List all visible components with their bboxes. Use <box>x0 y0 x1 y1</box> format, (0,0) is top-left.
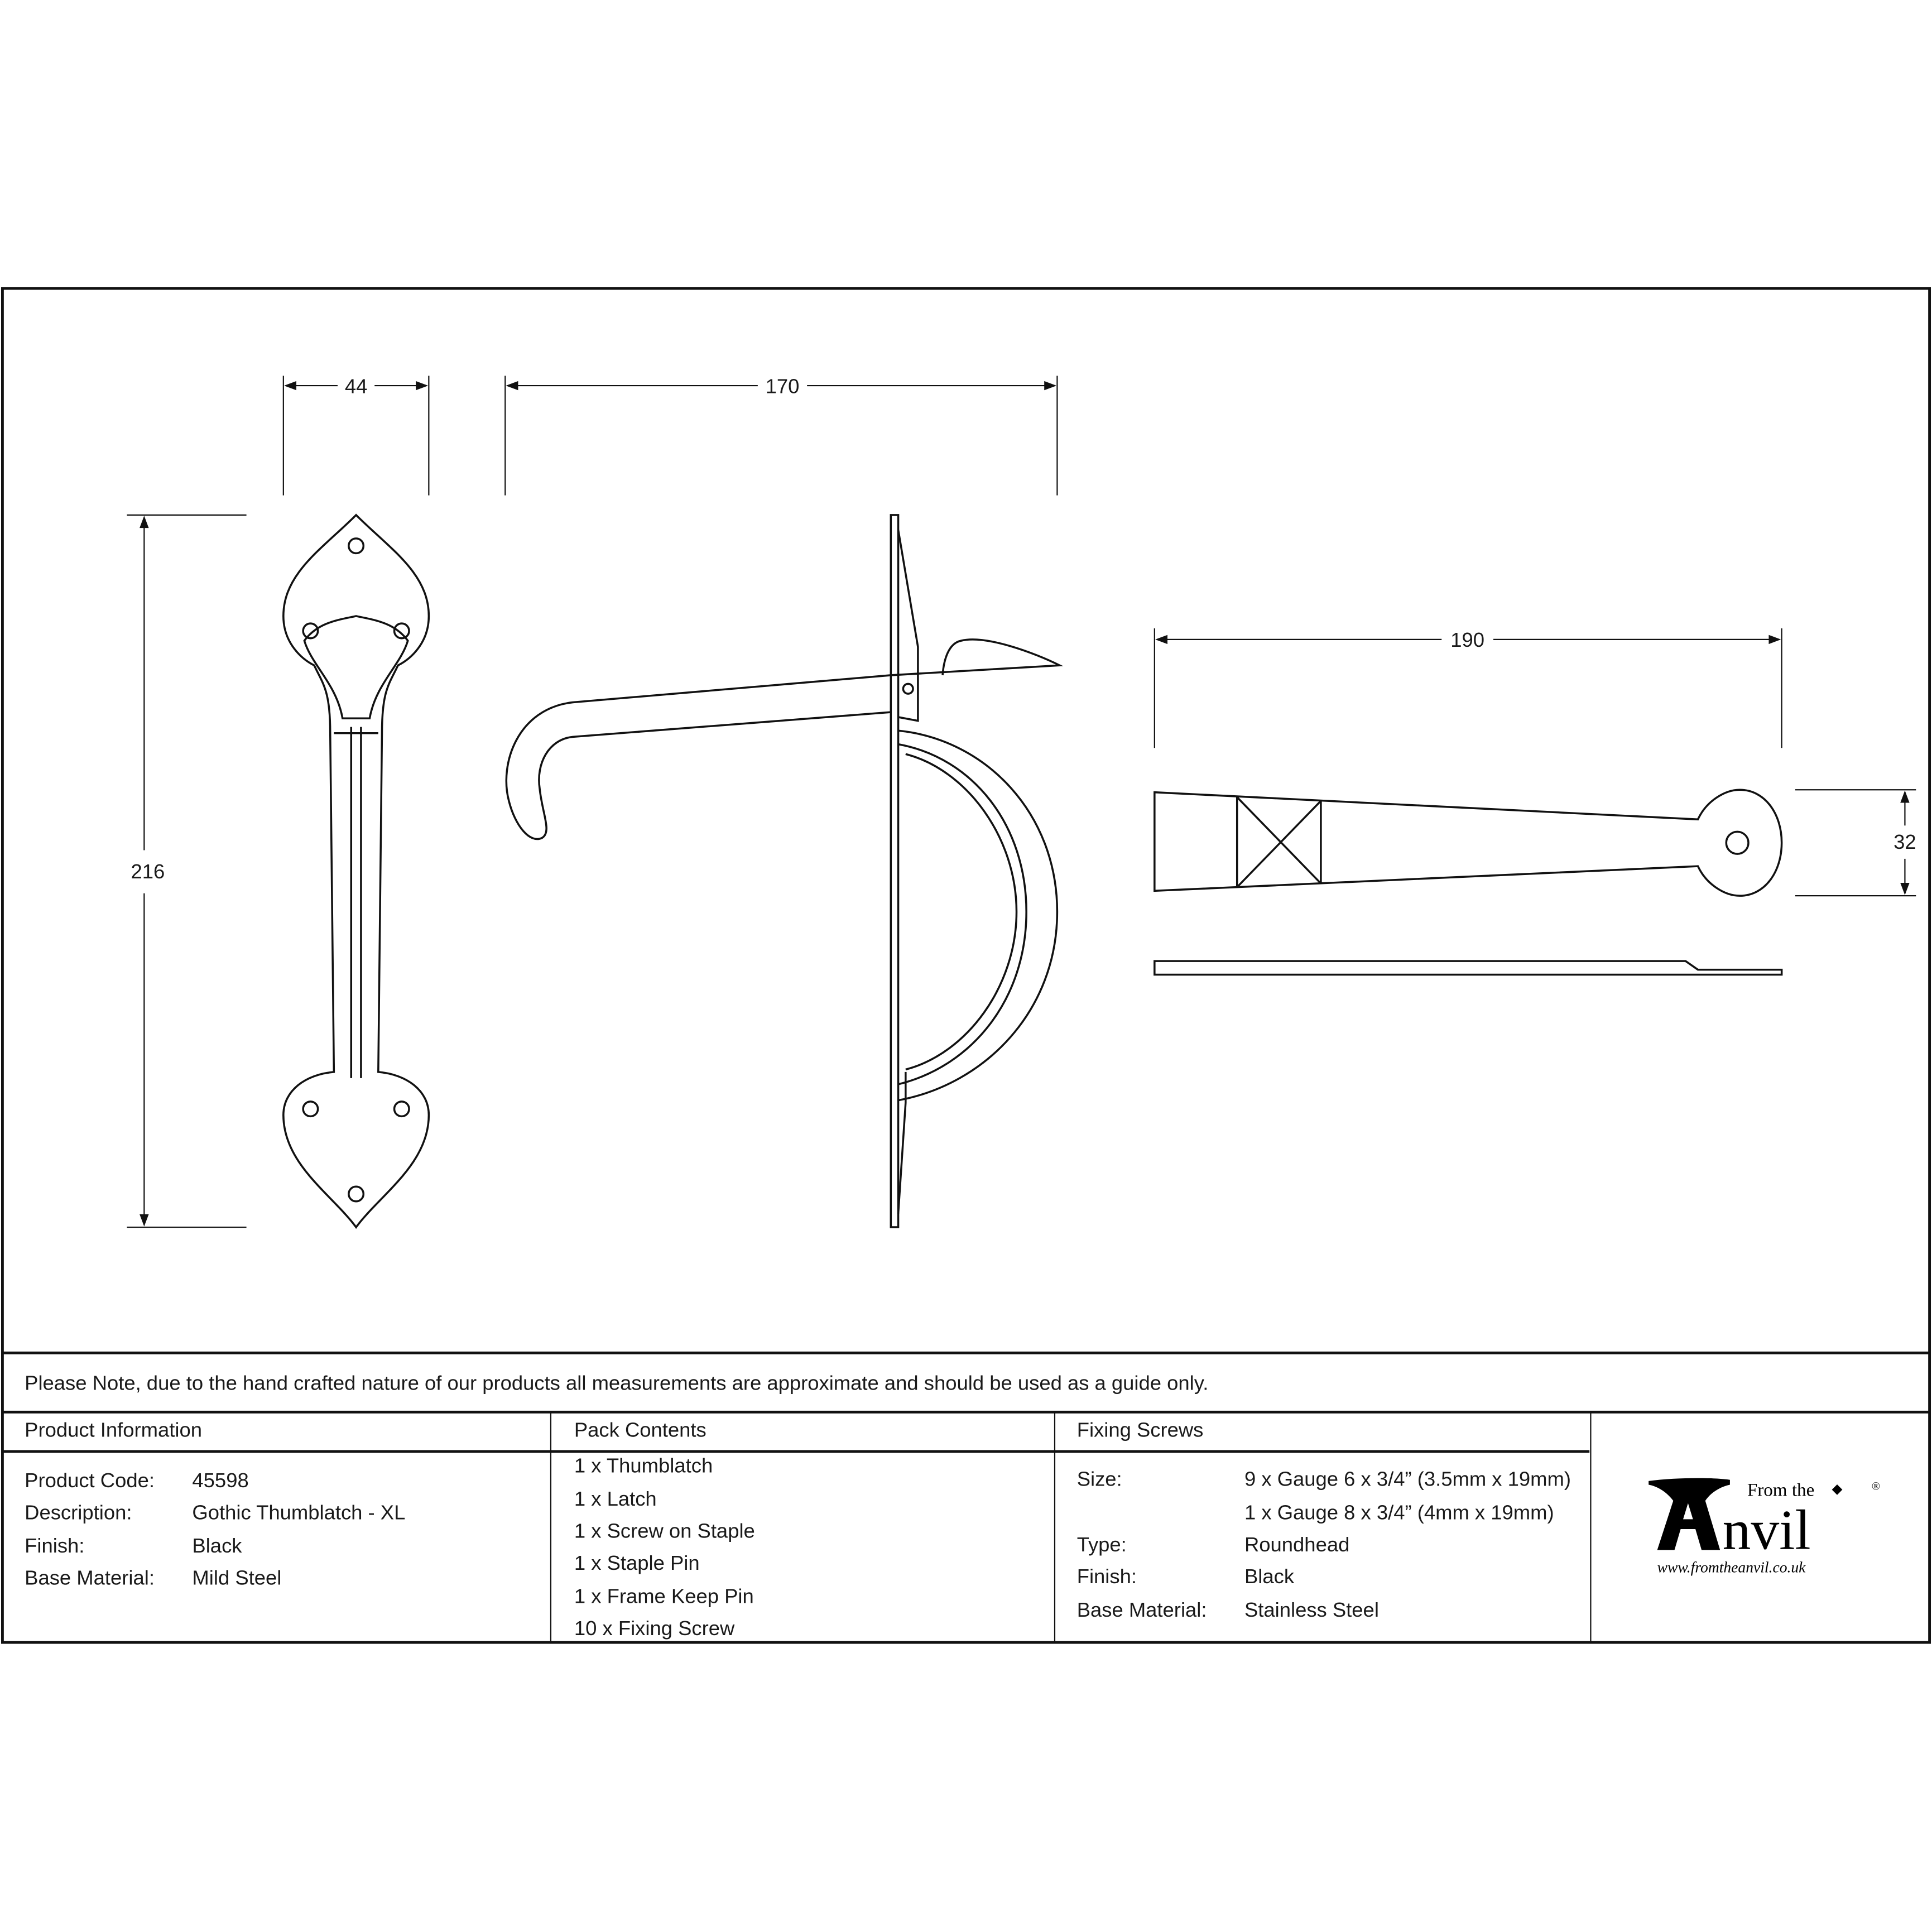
svg-text:®: ® <box>1872 1480 1880 1492</box>
pack-item: 1 x Latch <box>574 1487 657 1510</box>
info-label: Description: <box>25 1501 132 1524</box>
product-information-section: Product Information Product Code: 45598 … <box>25 1418 405 1589</box>
screw-label: Type: <box>1077 1533 1127 1556</box>
dimension-label-170: 170 <box>766 374 800 397</box>
info-value: Gothic Thumblatch - XL <box>192 1501 405 1524</box>
screw-label: Finish: <box>1077 1565 1137 1588</box>
pack-item: 1 x Screw on Staple <box>574 1519 755 1542</box>
info-label: Base Material: <box>25 1566 155 1589</box>
dimension-32 <box>1795 789 1916 897</box>
info-value: Mild Steel <box>192 1566 281 1589</box>
pack-item: 1 x Frame Keep Pin <box>574 1584 754 1607</box>
latch-view: 190 32 <box>1154 628 1916 976</box>
svg-text:www.fromtheanvil.co.uk: www.fromtheanvil.co.uk <box>1657 1558 1806 1575</box>
screw-value: Black <box>1244 1565 1295 1588</box>
section-heading: Pack Contents <box>574 1418 707 1441</box>
screw-value: 1 x Gauge 8 x 3/4” (4mm x 19mm) <box>1244 1501 1554 1524</box>
dimension-44 <box>282 376 430 496</box>
screw-label: Base Material: <box>1077 1598 1207 1621</box>
svg-text:nvil: nvil <box>1723 1498 1811 1561</box>
info-value: Black <box>192 1534 242 1557</box>
from-the-anvil-logo: From the nvil ® www.fromtheanvil.co.uk <box>1649 1478 1880 1575</box>
info-label: Finish: <box>25 1534 84 1557</box>
dimension-170 <box>504 376 1058 496</box>
anvil-icon <box>1649 1478 1730 1550</box>
pack-item: 1 x Thumblatch <box>574 1454 713 1477</box>
svg-text:From the: From the <box>1747 1479 1814 1500</box>
dimension-label-216: 216 <box>131 860 165 883</box>
drawing-frame <box>1 287 1931 1644</box>
pack-item: 1 x Staple Pin <box>574 1551 700 1574</box>
dimension-label-32: 32 <box>1893 830 1916 853</box>
section-heading: Fixing Screws <box>1077 1418 1204 1441</box>
section-heading: Product Information <box>25 1418 202 1441</box>
dimension-216 <box>127 514 247 1228</box>
measurement-note: Please Note, due to the hand crafted nat… <box>25 1372 1208 1395</box>
screw-label: Size: <box>1077 1468 1122 1491</box>
handle-side-view: 170 <box>504 374 1064 1228</box>
dimension-190 <box>1154 628 1782 748</box>
screw-value: 9 x Gauge 6 x 3/4” (3.5mm x 19mm) <box>1244 1468 1571 1491</box>
pack-item: 10 x Fixing Screw <box>574 1617 735 1640</box>
dimension-label-44: 44 <box>345 374 368 397</box>
dimension-label-190: 190 <box>1450 628 1484 651</box>
fixing-screws-section: Fixing Screws Size: 9 x Gauge 6 x 3/4” (… <box>1077 1418 1571 1621</box>
info-label: Product Code: <box>25 1469 155 1492</box>
info-value: 45598 <box>192 1469 248 1492</box>
pack-contents-section: Pack Contents 1 x Thumblatch 1 x Latch 1… <box>574 1418 755 1639</box>
screw-value: Stainless Steel <box>1244 1598 1379 1621</box>
screw-value: Roundhead <box>1244 1533 1349 1556</box>
handle-front-view: 44 216 <box>127 374 430 1229</box>
